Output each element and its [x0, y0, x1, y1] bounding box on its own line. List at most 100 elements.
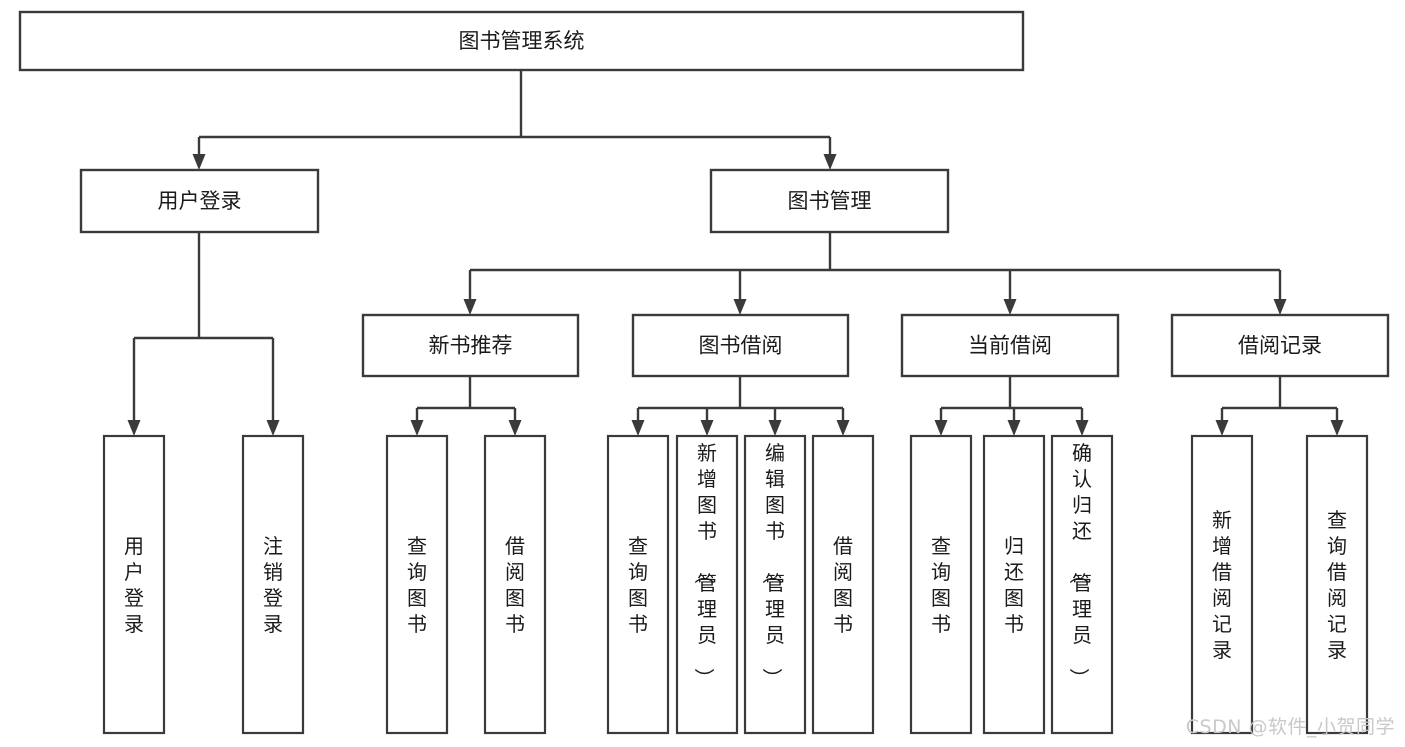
node-label: 注销登录 [263, 534, 283, 636]
connector-edge-rec-leaf1 [410, 408, 424, 436]
arrowhead-icon [1330, 420, 1344, 436]
node-box[interactable] [631, 313, 850, 378]
arrowhead-icon [127, 420, 141, 436]
leaf-node-leaf-edit-book[interactable]: 编辑图书（管理员） [743, 434, 807, 735]
leaf-node-leaf-return-book[interactable]: 归还图书 [982, 434, 1046, 735]
node-box[interactable] [79, 168, 320, 234]
arrowhead-icon [192, 154, 206, 170]
arrowhead-icon [1075, 420, 1089, 436]
leaf-node-leaf-add-borrow-record[interactable]: 新增借阅记录 [1190, 434, 1254, 735]
leaf-node-leaf-add-book[interactable]: 新增图书（管理员） [675, 434, 739, 735]
node-label: 编辑图书（管理员） [760, 441, 785, 688]
connector-edge-borrow-leaf4 [836, 408, 850, 436]
node-box[interactable] [1050, 434, 1114, 735]
connector-edge-rec-leaf2 [508, 408, 522, 436]
arrowhead-icon [836, 420, 850, 436]
node-label: 确认归还（管理员） [1067, 441, 1092, 688]
node-label: 图书管理 [788, 189, 872, 213]
arrowhead-icon [508, 420, 522, 436]
node-box[interactable] [241, 434, 305, 735]
connector-edge-rec2-leaf2 [1330, 408, 1344, 436]
arrowhead-icon [410, 420, 424, 436]
connector-edge-to-user-login [192, 137, 206, 170]
csdn-watermark: CSDN @软件_小贺同学 [1185, 716, 1395, 738]
node-label: 新增图书（管理员） [692, 441, 717, 688]
node-user-login[interactable]: 用户登录 [79, 168, 320, 234]
leaf-node-leaf-borrow-book-recommend[interactable]: 借阅图书 [483, 434, 547, 735]
node-box[interactable] [909, 434, 973, 735]
connector-edge-borrow-leaf1 [631, 408, 645, 436]
node-label: 新书推荐 [429, 334, 513, 358]
arrowhead-icon [1003, 299, 1017, 315]
node-box[interactable] [675, 434, 739, 735]
connector-edge-to-recommend [463, 270, 477, 315]
leaf-node-leaf-query-book-recommend[interactable]: 查询图书 [385, 434, 449, 735]
node-label: 归还图书 [1004, 534, 1024, 636]
node-label: 用户登录 [124, 534, 144, 636]
arrowhead-icon [733, 299, 747, 315]
connector-edge-cur-leaf3 [1075, 408, 1089, 436]
node-label: 当前借阅 [968, 334, 1052, 358]
arrowhead-icon [463, 299, 477, 315]
nodes-layer: 图书管理系统用户登录图书管理新书推荐图书借阅当前借阅借阅记录用户登录注销登录查询… [18, 10, 1390, 735]
node-label: 查询图书 [407, 534, 427, 636]
node-box[interactable] [709, 168, 950, 234]
arrowhead-icon [631, 420, 645, 436]
node-box[interactable] [18, 10, 1025, 72]
node-label: 查询借阅记录 [1327, 508, 1347, 662]
connector-edge-to-book-mgmt [823, 137, 837, 170]
arrowhead-icon [934, 420, 948, 436]
leaf-node-leaf-query-book-current[interactable]: 查询图书 [909, 434, 973, 735]
connector-edge-cur-leaf1 [934, 408, 948, 436]
node-borrow-records[interactable]: 借阅记录 [1170, 313, 1390, 378]
node-box[interactable] [606, 434, 670, 735]
node-box[interactable] [743, 434, 807, 735]
leaf-node-leaf-query-borrow-record[interactable]: 查询借阅记录 [1305, 434, 1369, 735]
node-label: 用户登录 [158, 189, 242, 213]
node-box[interactable] [361, 313, 580, 378]
node-label: 借阅记录 [1238, 334, 1322, 358]
node-label: 图书管理系统 [459, 29, 585, 53]
leaf-node-leaf-confirm-return[interactable]: 确认归还（管理员） [1050, 434, 1114, 735]
node-box[interactable] [385, 434, 449, 735]
node-box[interactable] [982, 434, 1046, 735]
node-label: 查询图书 [931, 534, 951, 636]
node-box[interactable] [811, 434, 875, 735]
leaf-node-leaf-query-book-borrow[interactable]: 查询图书 [606, 434, 670, 735]
node-book-borrow[interactable]: 图书借阅 [631, 313, 850, 378]
node-box[interactable] [1190, 434, 1254, 735]
node-root[interactable]: 图书管理系统 [18, 10, 1025, 72]
edges-layer [127, 70, 1344, 436]
node-label: 新增借阅记录 [1212, 508, 1232, 662]
node-label: 借阅图书 [833, 534, 853, 636]
node-label: 查询图书 [628, 534, 648, 636]
arrowhead-icon [823, 154, 837, 170]
connector-edge-to-records [1273, 270, 1287, 315]
connector-edge-cur-leaf2 [1007, 408, 1021, 436]
node-box[interactable] [900, 313, 1120, 378]
arrowhead-icon [1007, 420, 1021, 436]
leaf-node-leaf-borrow-book[interactable]: 借阅图书 [811, 434, 875, 735]
node-box[interactable] [102, 434, 166, 735]
connector-edge-rec2-leaf1 [1215, 408, 1229, 436]
arrowhead-icon [768, 420, 782, 436]
connector-edge-to-leaf-login [127, 338, 141, 436]
node-current-borrow[interactable]: 当前借阅 [900, 313, 1120, 378]
node-box[interactable] [1305, 434, 1369, 735]
node-label: 借阅图书 [505, 534, 525, 636]
node-label: 图书借阅 [699, 334, 783, 358]
connector-edge-to-leaf-logout [266, 338, 280, 436]
leaf-node-leaf-logout[interactable]: 注销登录 [241, 434, 305, 735]
node-new-book-recommend[interactable]: 新书推荐 [361, 313, 580, 378]
connector-edge-to-current [1003, 270, 1017, 315]
node-box[interactable] [483, 434, 547, 735]
arrowhead-icon [266, 420, 280, 436]
connector-edge-to-borrow [733, 270, 747, 315]
arrowhead-icon [700, 420, 714, 436]
node-box[interactable] [1170, 313, 1390, 378]
arrowhead-icon [1273, 299, 1287, 315]
leaf-node-leaf-user-login[interactable]: 用户登录 [102, 434, 166, 735]
node-book-management[interactable]: 图书管理 [709, 168, 950, 234]
